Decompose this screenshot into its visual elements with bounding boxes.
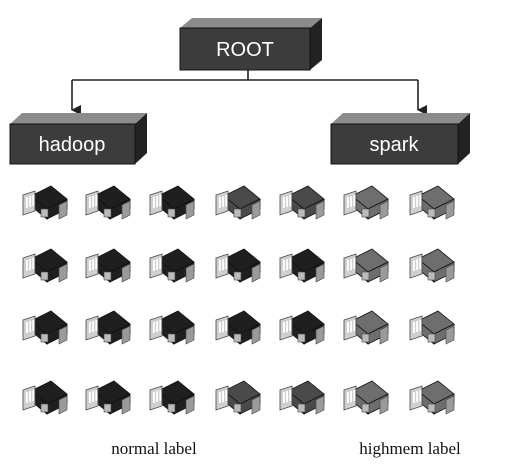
server-icon	[409, 310, 455, 345]
server-icon	[409, 380, 455, 415]
server-icon	[85, 248, 131, 283]
server-icon	[22, 248, 68, 283]
spark-node-top	[331, 113, 470, 124]
server-icon	[22, 310, 68, 345]
root-node-front	[179, 27, 311, 71]
server-icon	[215, 185, 261, 220]
server-icon	[85, 380, 131, 415]
server-icon	[409, 185, 455, 220]
highmem-group-label: highmem label	[359, 439, 461, 458]
server-icon	[215, 248, 261, 283]
server-icon	[279, 380, 325, 415]
spark-node-side	[458, 113, 470, 164]
server-icon	[215, 310, 261, 345]
spark-node-front	[330, 123, 459, 165]
server-icon	[22, 380, 68, 415]
server-icon	[343, 185, 389, 220]
server-icon	[215, 380, 261, 415]
hadoop-node-front	[9, 123, 136, 165]
root-node-label: ROOT	[216, 39, 274, 61]
server-icon	[149, 310, 195, 345]
server-icon	[149, 248, 195, 283]
server-icon	[343, 380, 389, 415]
hadoop-node-label: hadoop	[39, 134, 106, 156]
root-node: ROOT	[179, 18, 322, 71]
server-icon	[85, 185, 131, 220]
server-icon	[22, 185, 68, 220]
tree-connectors	[71, 70, 427, 115]
root-node-top	[180, 18, 322, 28]
root-node-side	[310, 18, 322, 70]
hadoop-node: hadoop	[9, 113, 147, 165]
normal-group-label: normal label	[111, 439, 197, 458]
hadoop-node-top	[10, 113, 147, 124]
server-icon	[279, 248, 325, 283]
server-icon	[409, 248, 455, 283]
server-icon	[149, 380, 195, 415]
server-icon	[149, 185, 195, 220]
server-grid	[22, 185, 455, 415]
server-icon	[85, 310, 131, 345]
spark-node-label: spark	[370, 134, 420, 156]
server-icon	[343, 248, 389, 283]
server-icon	[343, 310, 389, 345]
spark-node: spark	[330, 113, 470, 165]
server-icon	[279, 185, 325, 220]
server-icon	[279, 310, 325, 345]
hadoop-node-side	[135, 113, 147, 164]
